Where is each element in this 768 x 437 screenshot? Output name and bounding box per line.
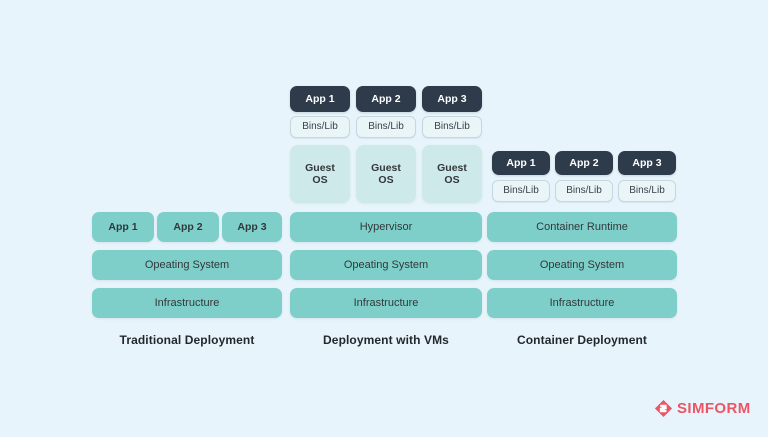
vm-bins-lib-2: Bins/Lib xyxy=(356,116,416,138)
traditional-app-2: App 2 xyxy=(157,212,219,242)
vm-deployment-caption: Deployment with VMs xyxy=(323,333,449,347)
container-bins-lib-1: Bins/Lib xyxy=(492,180,550,202)
traditional-app-3: App 3 xyxy=(222,212,282,242)
vm-guest-os-1-line2: OS xyxy=(312,174,328,186)
simform-wordmark: SIMFORM xyxy=(677,400,751,417)
traditional-infrastructure: Infrastructure xyxy=(92,288,282,318)
container-app-3: App 3 xyxy=(618,151,676,175)
vm-guest-os-1: Guest OS xyxy=(290,145,350,203)
vm-app-2: App 2 xyxy=(356,86,416,112)
vm-app-3: App 3 xyxy=(422,86,482,112)
traditional-deployment-caption: Traditional Deployment xyxy=(119,333,255,347)
container-bins-lib-3: Bins/Lib xyxy=(618,180,676,202)
vm-bins-lib-3: Bins/Lib xyxy=(422,116,482,138)
container-bins-lib-2: Bins/Lib xyxy=(555,180,613,202)
container-app-2: App 2 xyxy=(555,151,613,175)
vm-hypervisor: Hypervisor xyxy=(290,212,482,242)
simform-diamond-s-icon xyxy=(654,399,673,418)
vm-operating-system: Opeating System xyxy=(290,250,482,280)
container-deployment-caption: Container Deployment xyxy=(516,333,647,347)
vm-guest-os-2: Guest OS xyxy=(356,145,416,203)
container-operating-system: Opeating System xyxy=(487,250,677,280)
vm-guest-os-3-line2: OS xyxy=(444,174,460,186)
vm-guest-os-3-line1: Guest xyxy=(437,161,467,174)
traditional-app-1: App 1 xyxy=(92,212,154,242)
container-runtime: Container Runtime xyxy=(487,212,677,242)
vm-guest-os-3: Guest OS xyxy=(422,145,482,203)
vm-bins-lib-1: Bins/Lib xyxy=(290,116,350,138)
container-app-1: App 1 xyxy=(492,151,550,175)
vm-app-1: App 1 xyxy=(290,86,350,112)
vm-guest-os-1-line1: Guest xyxy=(305,161,335,174)
vm-guest-os-2-line1: Guest xyxy=(371,161,401,174)
simform-logo: SIMFORM xyxy=(654,399,751,418)
vm-guest-os-2-line2: OS xyxy=(378,174,394,186)
container-infrastructure: Infrastructure xyxy=(487,288,677,318)
traditional-operating-system: Opeating System xyxy=(92,250,282,280)
vm-infrastructure: Infrastructure xyxy=(290,288,482,318)
